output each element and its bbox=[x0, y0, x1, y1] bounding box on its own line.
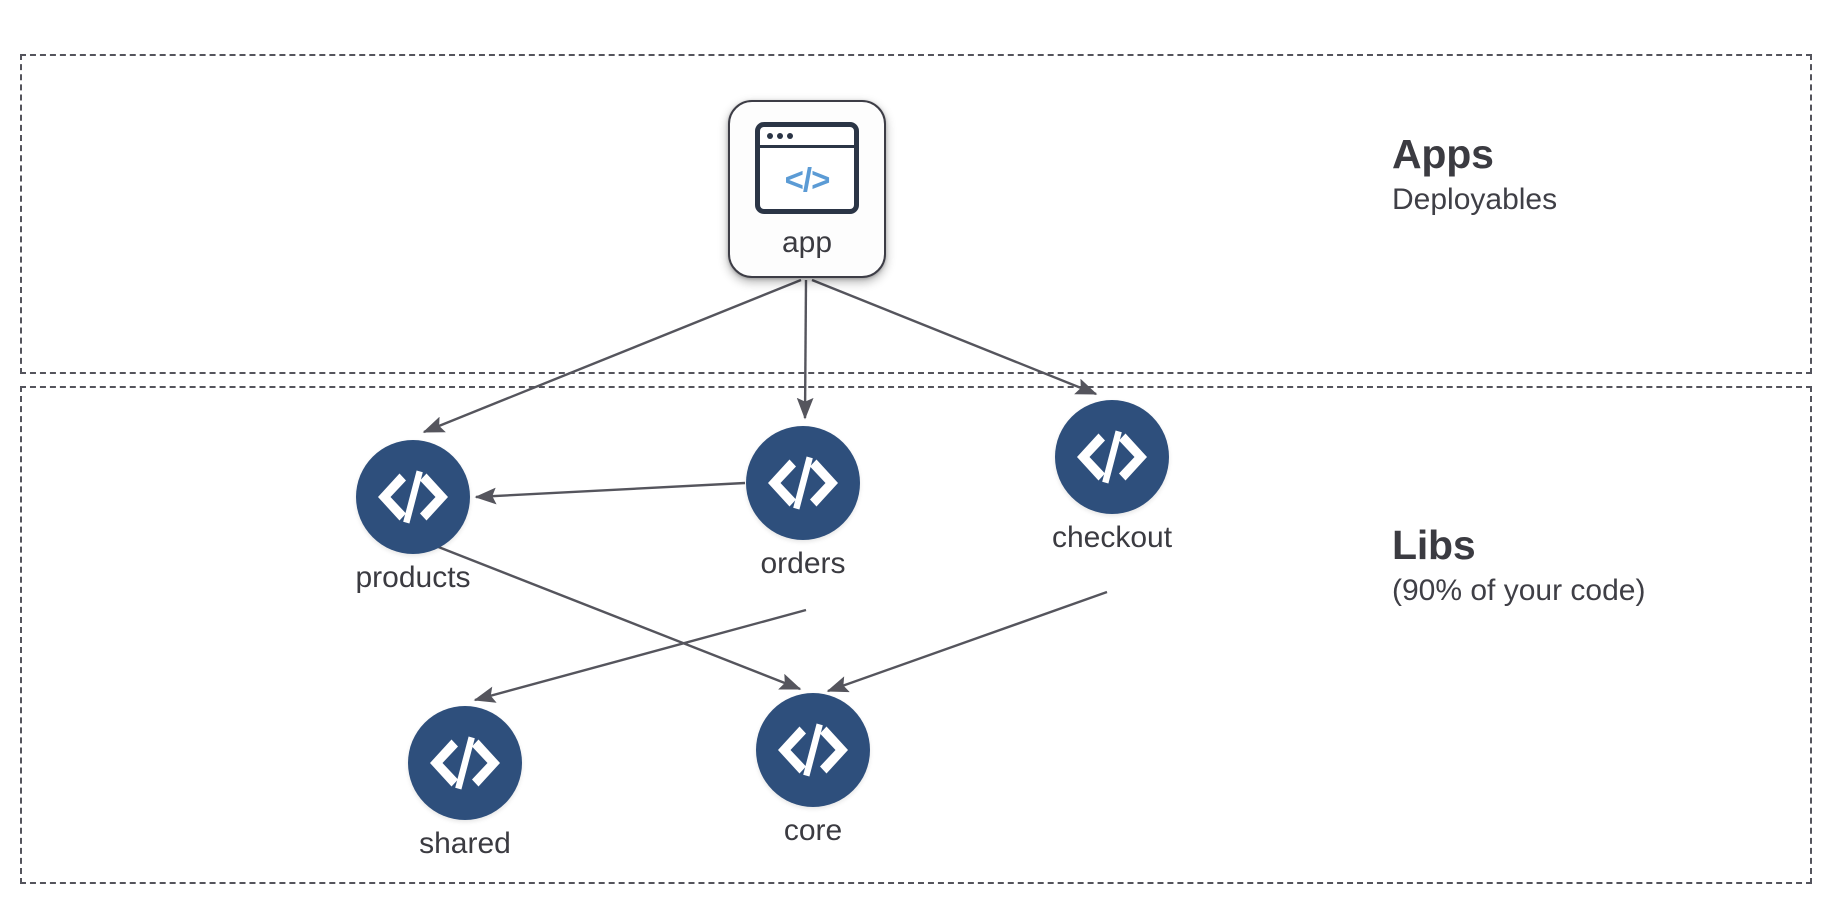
node-products[interactable]: products bbox=[355, 440, 471, 594]
code-icon bbox=[356, 440, 470, 554]
node-label-checkout: checkout bbox=[1051, 521, 1173, 554]
node-app[interactable]: </> app bbox=[728, 100, 886, 278]
node-label-products: products bbox=[355, 561, 471, 594]
layer-subtitle-apps: Deployables bbox=[1392, 183, 1558, 217]
layer-title-libs: Libs bbox=[1392, 522, 1476, 568]
layer-title-apps: Apps bbox=[1392, 131, 1494, 177]
browser-dot bbox=[767, 133, 773, 139]
layer-caption-libs: Libs (90% of your code) bbox=[1392, 522, 1646, 610]
code-icon bbox=[746, 426, 860, 540]
node-orders[interactable]: orders bbox=[746, 426, 860, 580]
layer-caption-apps: Apps Deployables bbox=[1392, 131, 1558, 219]
node-shared[interactable]: shared bbox=[408, 706, 522, 860]
node-label-shared: shared bbox=[419, 827, 511, 860]
node-label-app: app bbox=[781, 226, 833, 259]
code-icon bbox=[408, 706, 522, 820]
layer-region-libs bbox=[20, 386, 1812, 884]
node-label-core: core bbox=[783, 814, 843, 847]
browser-code-icon: </> bbox=[755, 122, 859, 214]
node-core[interactable]: core bbox=[756, 693, 870, 847]
code-icon bbox=[1055, 400, 1169, 514]
code-icon bbox=[756, 693, 870, 807]
browser-titlebar bbox=[760, 127, 854, 148]
layer-subtitle-libs: (90% of your code) bbox=[1392, 574, 1646, 608]
browser-dot bbox=[787, 133, 793, 139]
node-label-orders: orders bbox=[760, 547, 846, 580]
browser-dot bbox=[777, 133, 783, 139]
node-checkout[interactable]: checkout bbox=[1051, 400, 1173, 554]
code-glyph: </> bbox=[784, 161, 831, 198]
